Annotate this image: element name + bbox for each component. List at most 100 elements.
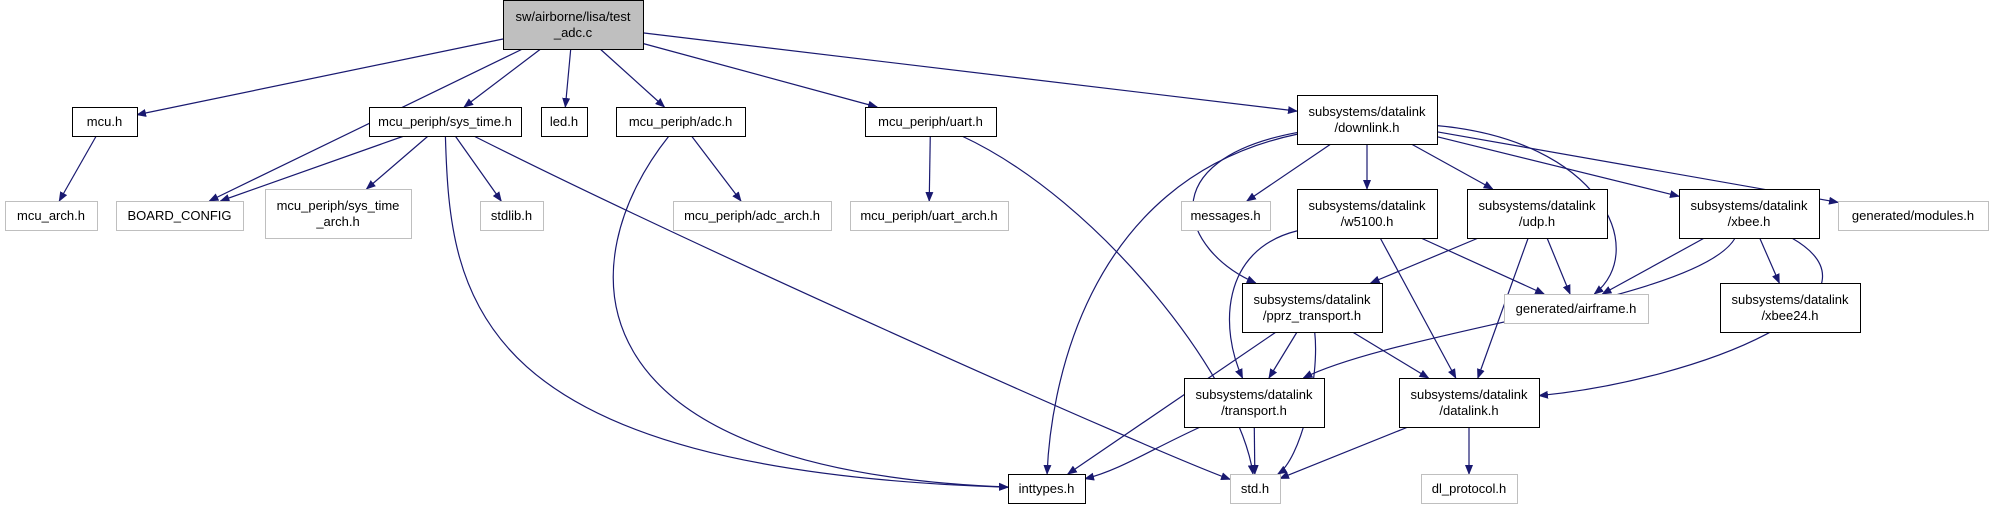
edge-udp_h-to-airframe_h [1546,237,1571,295]
edge-udp_h-to-datalink_h [1477,237,1529,379]
node-label: mcu_periph/sys_time [277,198,400,213]
dependency-edges [58,32,1839,491]
node-downlink-h[interactable]: subsystems/datalink/downlink.h [1297,95,1438,145]
node-box [1467,189,1608,239]
edge-sys_time_h-to-std_h [473,135,1231,480]
node-label: generated/modules.h [1852,208,1974,223]
node-box [503,0,644,50]
node-label: mcu_periph/adc_arch.h [684,208,820,223]
node-box [541,107,588,137]
node-xbee24-h[interactable]: subsystems/datalink/xbee24.h [1720,283,1861,333]
node-uart-arch-h: mcu_periph/uart_arch.h [850,201,1009,231]
node-label: /xbee24.h [1761,308,1818,323]
node-box [1181,201,1271,231]
node-label: _adc.c [553,25,593,40]
node-box [116,201,244,231]
node-box [369,107,522,137]
edge-sys_time_h-to-inttypes_h [444,135,1009,491]
node-label: subsystems/datalink [1478,198,1596,213]
node-label: /pprz_transport.h [1263,308,1361,323]
node-xbee-h[interactable]: subsystems/datalink/xbee.h [1679,189,1820,239]
node-label: stdlib.h [491,208,532,223]
edge-downlink_h-to-inttypes_h [1043,133,1298,475]
node-box [1838,201,1989,231]
node-stdlib-h: stdlib.h [480,201,544,231]
edge-downlink_h-to-udp_h [1411,143,1494,190]
edge-xbee_h-to-xbee24_h [1759,237,1780,284]
edge-mcu_h-to-mcu_arch_h [58,135,97,202]
edge-xbee_h-to-datalink_h [1538,237,1823,399]
node-adc-h[interactable]: mcu_periph/adc.h [616,107,746,137]
edge-datalink_h-to-std_h [1279,426,1409,480]
node-inttypes-h[interactable]: inttypes.h [1008,474,1086,504]
node-adc-arch-h: mcu_periph/adc_arch.h [673,201,832,231]
node-label: /transport.h [1221,403,1287,418]
node-sys-time-arch-h: mcu_periph/sys_time_arch.h [265,189,412,239]
node-label: _arch.h [315,214,359,229]
node-box [5,201,98,231]
node-dl-protocol-h: dl_protocol.h [1421,474,1518,504]
edge-w5100_h-to-datalink_h [1379,237,1457,379]
node-messages-h: messages.h [1181,201,1271,231]
edge-root-to-board_config [208,48,523,202]
edge-pprz_transport_h-to-inttypes_h [1066,331,1277,475]
node-label: /udp.h [1519,214,1555,229]
edge-uart_h-to-std_h [961,135,1256,475]
edge-root-to-adc_h [599,48,666,108]
node-box [1399,378,1540,428]
node-box [865,107,997,137]
node-label: mcu.h [87,114,122,129]
node-box [616,107,746,137]
node-w5100-h[interactable]: subsystems/datalink/w5100.h [1297,189,1438,239]
node-label: /xbee.h [1728,214,1771,229]
node-airframe-h: generated/airframe.h [1504,294,1649,324]
edge-transport_h-to-inttypes_h [1084,426,1201,481]
node-modules-h: generated/modules.h [1838,201,1989,231]
node-label: led.h [550,114,578,129]
node-transport-h[interactable]: subsystems/datalink/transport.h [1184,378,1325,428]
edge-sys_time_h-to-board_config [219,135,405,202]
node-label: mcu_periph/uart.h [878,114,983,129]
node-box [265,189,412,239]
edge-xbee_h-to-airframe_h [1601,237,1705,295]
node-box [1720,283,1861,333]
edge-sys_time_h-to-sys_time_arch_h [365,135,429,190]
node-pprz-transport-h[interactable]: subsystems/datalink/pprz_transport.h [1242,283,1383,333]
node-box [1008,474,1086,504]
node-udp-h[interactable]: subsystems/datalink/udp.h [1467,189,1608,239]
node-led-h[interactable]: led.h [541,107,588,137]
node-label: generated/airframe.h [1516,301,1637,316]
node-root[interactable]: sw/airborne/lisa/test_adc.c [503,0,644,50]
node-box [1184,378,1325,428]
node-box [1242,283,1383,333]
node-label: mcu_periph/sys_time.h [378,114,512,129]
edge-w5100_h-to-airframe_h [1420,237,1546,295]
node-box [1297,95,1438,145]
node-uart-h[interactable]: mcu_periph/uart.h [865,107,997,137]
node-box [673,201,832,231]
node-box [480,201,544,231]
node-std-h: std.h [1230,474,1281,504]
node-label: subsystems/datalink [1690,198,1808,213]
node-label: /datalink.h [1439,403,1498,418]
edge-pprz_transport_h-to-datalink_h [1352,331,1430,379]
edge-downlink_h-to-messages_h [1246,143,1332,202]
node-datalink-h[interactable]: subsystems/datalink/datalink.h [1399,378,1540,428]
edge-transport_h-to-std_h [1250,426,1259,475]
edge-root-to-downlink_h [642,32,1298,115]
node-box [850,201,1009,231]
edge-root-to-uart_h [642,42,879,109]
node-board-config: BOARD_CONFIG [116,201,244,231]
edge-udp_h-to-pprz_transport_h [1369,237,1479,284]
node-label: std.h [1241,481,1269,496]
node-label: BOARD_CONFIG [127,208,231,223]
node-box [1504,294,1649,324]
node-label: inttypes.h [1019,481,1075,496]
node-label: subsystems/datalink [1253,292,1371,307]
node-label: dl_protocol.h [1432,481,1506,496]
node-mcu-h[interactable]: mcu.h [72,107,138,137]
node-label: mcu_periph/uart_arch.h [860,208,997,223]
node-box [1421,474,1518,504]
node-label: mcu_arch.h [17,208,85,223]
node-sys-time-h[interactable]: mcu_periph/sys_time.h [369,107,522,137]
